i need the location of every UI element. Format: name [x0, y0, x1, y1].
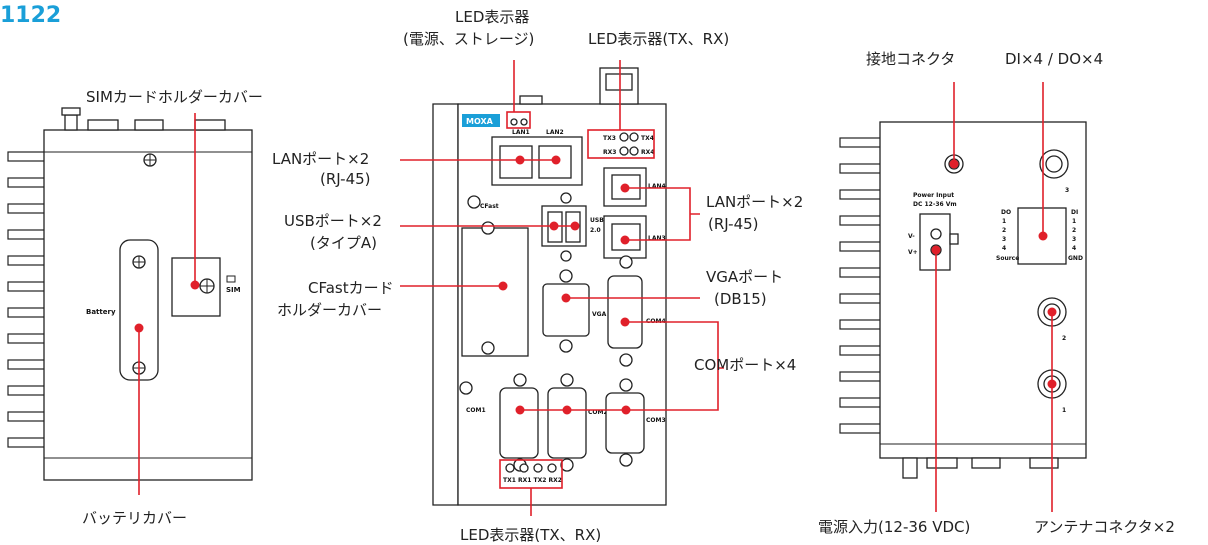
- label-usb: USBポート×2: [284, 212, 382, 230]
- svg-text:GND: GND: [1068, 255, 1083, 262]
- svg-text:3: 3: [1002, 236, 1006, 243]
- label-lan-left-sub: (RJ-45): [320, 170, 371, 188]
- svg-text:Power Input: Power Input: [913, 192, 954, 199]
- svg-text:COM1: COM1: [466, 407, 486, 414]
- model-title: 1122: [0, 3, 61, 28]
- svg-text:1: 1: [1062, 407, 1066, 414]
- svg-text:TX3: TX3: [603, 135, 616, 142]
- svg-text:2: 2: [1072, 227, 1076, 234]
- label-led-txrx-top: LED表示器(TX、RX): [588, 30, 729, 48]
- label-lan-right-sub: (RJ-45): [708, 215, 759, 233]
- svg-text:VGA: VGA: [592, 311, 607, 318]
- label-com: COMポート×4: [694, 356, 796, 374]
- label-ground: 接地コネクタ: [866, 50, 955, 68]
- label-sim-cover: SIMカードホルダーカバー: [86, 88, 263, 106]
- svg-text:TX1 RX1 TX2 RX2: TX1 RX1 TX2 RX2: [503, 477, 562, 484]
- left-side-view: Battery SIM: [7, 107, 253, 481]
- label-led-power-storage-sub: (電源、ストレージ): [403, 30, 534, 48]
- label-battery-cover: バッテリカバー: [82, 509, 187, 527]
- svg-text:TX4: TX4: [641, 135, 654, 142]
- label-vga-sub: (DB15): [714, 290, 767, 308]
- svg-text:V+: V+: [908, 249, 918, 256]
- svg-text:2.0: 2.0: [590, 227, 601, 234]
- svg-text:USB: USB: [590, 217, 604, 224]
- svg-text:1: 1: [1072, 218, 1076, 225]
- label-power-input: 電源入力(12-36 VDC): [818, 518, 970, 536]
- svg-text:LAN3: LAN3: [648, 235, 666, 242]
- callout-labels: SIMカードホルダーカバー バッテリカバー LED表示器 (電源、ストレージ) …: [82, 8, 1175, 544]
- right-fins: [839, 137, 883, 434]
- power-terminal: [919, 213, 951, 271]
- label-led-power-storage: LED表示器: [455, 8, 529, 26]
- rear-view: Power Input DC 12-36 Vm V- V+ 3 2 1 DO 1…: [839, 121, 1087, 479]
- svg-text:RX4: RX4: [641, 149, 654, 156]
- svg-text:RX3: RX3: [603, 149, 616, 156]
- svg-text:DC 12-36 Vm: DC 12-36 Vm: [913, 201, 957, 208]
- svg-text:COM2: COM2: [588, 409, 608, 416]
- svg-text:Source: Source: [996, 255, 1019, 262]
- callout-lines: [138, 60, 1053, 516]
- label-cfast: CFastカード: [308, 279, 394, 297]
- battery-text: Battery: [86, 308, 116, 316]
- svg-text:V-: V-: [908, 233, 915, 240]
- label-lan-right: LANポート×2: [706, 193, 803, 211]
- label-usb-sub: (タイプA): [310, 234, 377, 252]
- svg-text:1: 1: [1002, 218, 1006, 225]
- svg-text:CFast: CFast: [480, 203, 499, 210]
- svg-text:3: 3: [1072, 236, 1076, 243]
- sim-text: SIM: [226, 286, 241, 294]
- front-view: MOXA LAN1 LAN2 TX3 RX3 TX4 RX4 LAN4 LAN3…: [432, 67, 667, 506]
- svg-text:3: 3: [1065, 187, 1069, 194]
- svg-text:LAN1: LAN1: [512, 129, 530, 136]
- svg-text:4: 4: [1002, 245, 1006, 252]
- left-fins: [7, 151, 49, 448]
- svg-text:4: 4: [1072, 245, 1076, 252]
- svg-text:COM3: COM3: [646, 417, 666, 424]
- label-dido: DI×4 / DO×4: [1005, 50, 1103, 68]
- svg-text:DO: DO: [1001, 209, 1011, 216]
- svg-text:LAN2: LAN2: [546, 129, 564, 136]
- svg-text:DI: DI: [1071, 209, 1078, 216]
- svg-text:LAN4: LAN4: [648, 183, 666, 190]
- label-cfast-sub: ホルダーカバー: [277, 301, 382, 319]
- callout-dots: [134, 155, 1057, 415]
- label-vga: VGAポート: [706, 268, 783, 286]
- moxa-logo: [462, 114, 500, 127]
- cfast-cover: [461, 227, 529, 357]
- label-led-txrx-bottom: LED表示器(TX、RX): [460, 526, 601, 544]
- svg-text:2: 2: [1062, 335, 1066, 342]
- vga-port: [542, 283, 590, 337]
- svg-text:MOXA: MOXA: [466, 117, 494, 126]
- svg-text:2: 2: [1002, 227, 1006, 234]
- left-top-connectors: [61, 107, 226, 131]
- label-lan-left: LANポート×2: [272, 150, 369, 168]
- label-antenna: アンテナコネクタ×2: [1034, 518, 1175, 536]
